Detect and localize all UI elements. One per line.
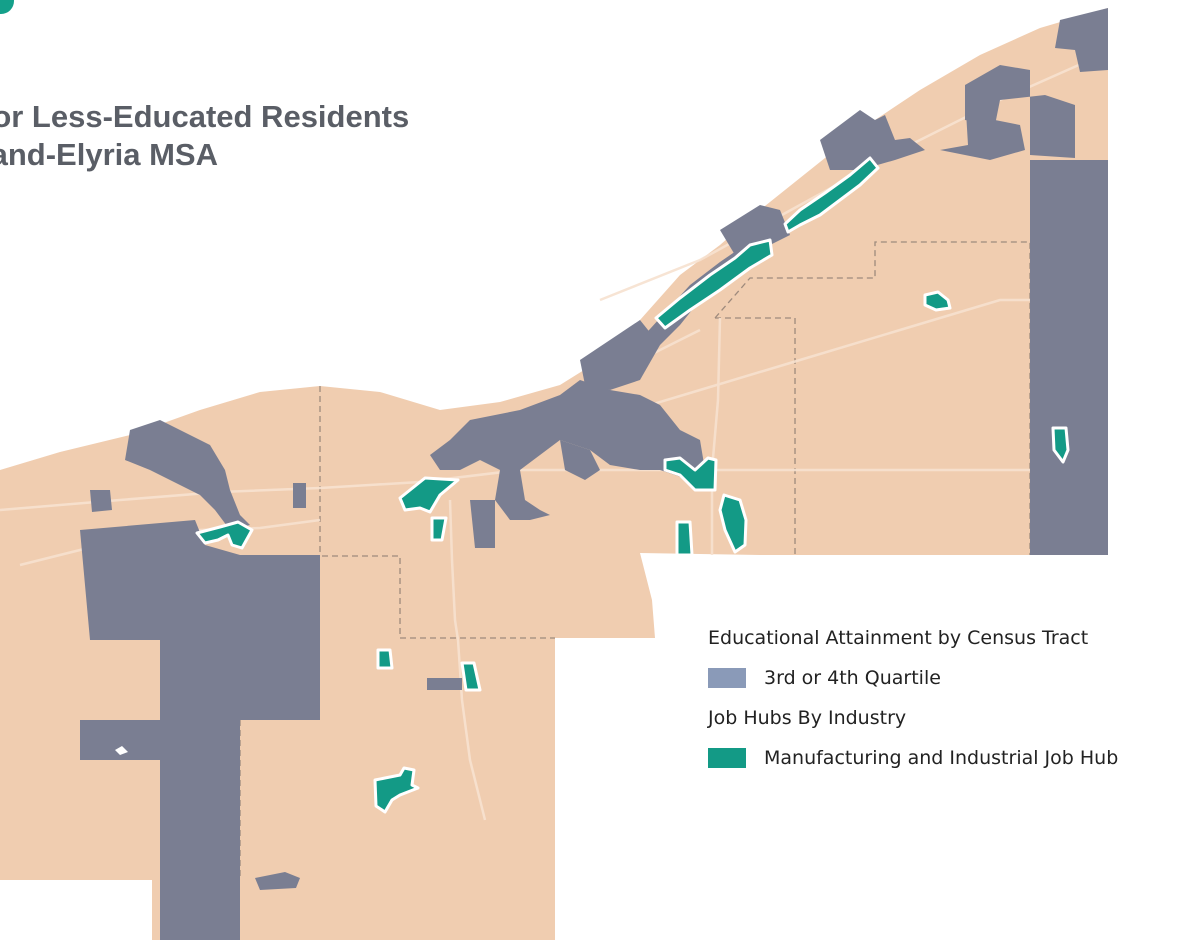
legend-quartile-label: 3rd or 4th Quartile xyxy=(764,667,941,689)
map-title: for Less-Educated Residents land-Elyria … xyxy=(0,98,409,174)
job-hub-swatch xyxy=(708,748,746,768)
legend-hub-label: Manufacturing and Industrial Job Hub xyxy=(764,747,1119,769)
map-legend: Educational Attainment by Census Tract 3… xyxy=(708,624,1118,784)
title-line-1: for Less-Educated Residents xyxy=(0,99,410,134)
legend-item-quartile: 3rd or 4th Quartile xyxy=(708,664,1118,692)
title-line-2: land-Elyria MSA xyxy=(0,137,218,172)
legend-hubs-heading: Job Hubs By Industry xyxy=(708,707,907,729)
quartile-swatch xyxy=(708,668,746,688)
legend-item-job-hub: Manufacturing and Industrial Job Hub xyxy=(708,744,1118,772)
legend-attainment-heading: Educational Attainment by Census Tract xyxy=(708,627,1089,649)
small-lake xyxy=(255,872,300,890)
quartile-tracts xyxy=(80,8,1108,940)
small-lake xyxy=(115,746,128,755)
job-hubs xyxy=(195,156,1070,814)
